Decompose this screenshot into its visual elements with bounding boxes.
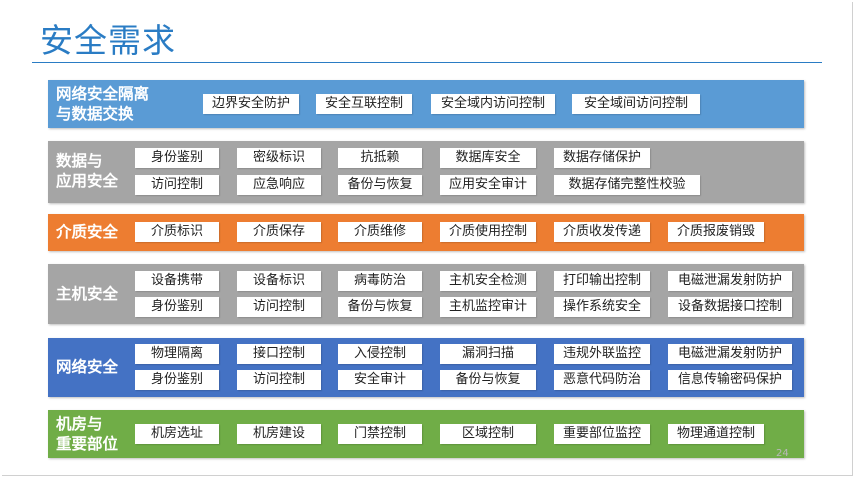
chip-item: 设备数据接口控制: [668, 297, 792, 317]
band-host-security: 主机安全 设备携带 设备标识 病毒防治 主机安全检测 打印输出控制 电磁泄漏发射…: [48, 264, 804, 324]
chip-item: 打印输出控制: [554, 271, 650, 291]
chip-item: 介质收发传递: [554, 222, 650, 242]
chip-item: 介质使用控制: [440, 222, 536, 242]
chip-item: 安全审计: [338, 370, 422, 390]
chip-item: 信息传输密码保护: [668, 370, 792, 390]
band-label: 机房与 重要部位: [56, 415, 119, 453]
chip-item: 身份鉴别: [135, 370, 219, 390]
chip-item: 物理隔离: [135, 344, 219, 364]
chip-item: 门禁控制: [338, 424, 422, 444]
chip-item: 访问控制: [237, 370, 321, 390]
chip-item: 病毒防治: [338, 271, 422, 291]
chip-item: 应用安全审计: [440, 175, 536, 195]
band-network-security: 网络安全 物理隔离 接口控制 入侵控制 漏洞扫描 违规外联监控 电磁泄漏发射防护…: [48, 338, 804, 397]
chip-item: 机房建设: [237, 424, 321, 444]
chip-item: 机房选址: [135, 424, 219, 444]
chip-item: 电磁泄漏发射防护: [668, 344, 792, 364]
page-title: 安全需求: [40, 21, 176, 60]
chip-item: 漏洞扫描: [440, 344, 536, 364]
title-underline: [32, 62, 822, 63]
chip-item: 安全互联控制: [316, 94, 412, 114]
chip-item: 访问控制: [135, 175, 219, 195]
chip-item: 访问控制: [237, 297, 321, 317]
chip-item: 数据存储保护: [554, 148, 650, 168]
chip-item: 安全域内访问控制: [431, 94, 555, 114]
chip-item: 主机安全检测: [440, 271, 536, 291]
chip-item: 物理通道控制: [668, 424, 764, 444]
band-label: 数据与 应用安全: [56, 152, 119, 190]
chip-item: 备份与恢复: [440, 370, 536, 390]
band-label: 介质安全: [56, 223, 119, 241]
chip-item: 入侵控制: [338, 344, 422, 364]
band-label: 网络安全: [56, 358, 119, 376]
chip-item: 接口控制: [237, 344, 321, 364]
chip-item: 主机监控审计: [440, 297, 536, 317]
chip-item: 区域控制: [440, 424, 536, 444]
chip-item: 设备标识: [237, 271, 321, 291]
band-label: 主机安全: [56, 285, 119, 303]
chip-item: 数据库安全: [440, 148, 536, 168]
chip-item: 重要部位监控: [554, 424, 650, 444]
band-label: 网络安全隔离 与数据交换: [56, 85, 150, 123]
chip-item: 数据存储完整性校验: [554, 175, 700, 195]
band-facility-security: 机房与 重要部位 机房选址 机房建设 门禁控制 区域控制 重要部位监控 物理通道…: [48, 410, 804, 458]
page-number: 24: [776, 448, 789, 459]
chip-item: 备份与恢复: [338, 297, 422, 317]
chip-item: 介质标识: [135, 222, 219, 242]
chip-item: 密级标识: [237, 148, 321, 168]
chip-item: 违规外联监控: [554, 344, 650, 364]
chip-item: 应急响应: [237, 175, 321, 195]
band-media-security: 介质安全 介质标识 介质保存 介质维修 介质使用控制 介质收发传递 介质报废销毁: [48, 214, 804, 251]
chip-item: 介质维修: [338, 222, 422, 242]
chip-item: 身份鉴别: [135, 148, 219, 168]
chip-item: 备份与恢复: [338, 175, 422, 195]
chip-item: 边界安全防护: [203, 94, 299, 114]
band-network-isolation: 网络安全隔离 与数据交换 边界安全防护 安全互联控制 安全域内访问控制 安全域间…: [48, 80, 804, 128]
chip-item: 操作系统安全: [554, 297, 650, 317]
chip-item: 设备携带: [135, 271, 219, 291]
chip-item: 介质报废销毁: [668, 222, 764, 242]
band-data-app-security: 数据与 应用安全 身份鉴别 密级标识 抗抵赖 数据库安全 数据存储保护 访问控制…: [48, 141, 804, 203]
chip-item: 安全域间访问控制: [572, 94, 700, 114]
chip-item: 介质保存: [237, 222, 321, 242]
chip-item: 身份鉴别: [135, 297, 219, 317]
chip-item: 恶意代码防治: [554, 370, 650, 390]
chip-item: 电磁泄漏发射防护: [668, 271, 792, 291]
chip-item: 抗抵赖: [338, 148, 422, 168]
